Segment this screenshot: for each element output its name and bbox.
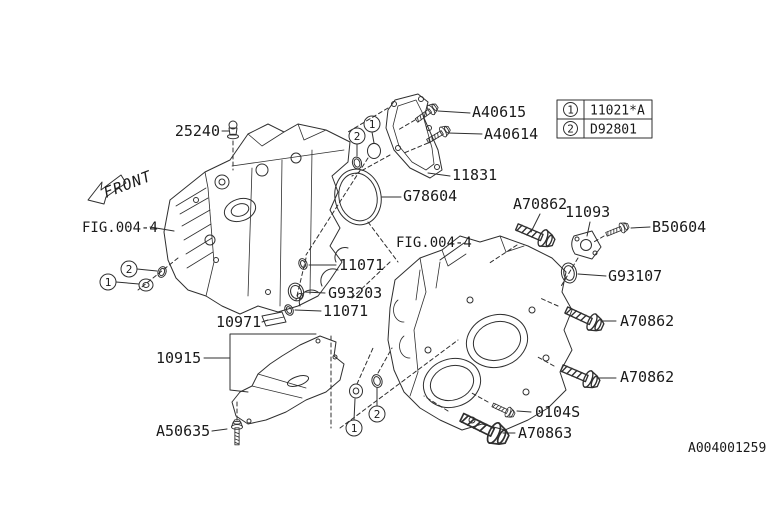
assembly-axis-lines <box>137 107 605 429</box>
label-11831: 11831 <box>452 166 497 184</box>
label-a70862-right-upper: A70862 <box>620 312 674 330</box>
label-g93107: G93107 <box>608 267 662 285</box>
leader-lines <box>115 110 651 434</box>
callout-marker-2-bottom: 2 <box>368 405 386 423</box>
label-a40615: A40615 <box>472 103 526 121</box>
label-11071-lower: 11071 <box>323 302 368 320</box>
callout-number: 2 <box>374 408 381 421</box>
label-10971: 10971 <box>216 313 261 331</box>
separator-plate-drawing <box>261 311 287 327</box>
label-g78604: G78604 <box>403 187 457 205</box>
legend-part-2: D92801 <box>590 123 637 138</box>
plug-cap-bottom-drawing <box>349 383 363 399</box>
label-0104s: 0104S <box>535 403 580 421</box>
bolt-a70863-drawing <box>456 406 513 451</box>
right-cylinder-block-drawing <box>387 235 573 431</box>
oil-seal-g78604-drawing <box>334 168 382 226</box>
bolt-0104s-drawing <box>490 399 517 420</box>
legend-marker-1-icon <box>563 102 578 117</box>
oring-bottom-drawing <box>371 374 383 388</box>
timing-back-plate-drawing <box>385 93 443 179</box>
bolt-b50604-drawing <box>604 220 631 240</box>
water-pipe-flange-11093-drawing <box>571 230 602 260</box>
front-arrow-icon <box>87 174 127 205</box>
legend-marker-2-icon <box>563 121 578 136</box>
label-a40614: A40614 <box>484 125 538 143</box>
label-a70863: A70863 <box>518 424 572 442</box>
left-cylinder-block-drawing <box>163 123 351 315</box>
callout-marker-2-top: 2 <box>348 127 366 145</box>
label-11071-upper: 11071 <box>339 256 384 274</box>
bolt-a40615-drawing <box>412 100 441 126</box>
callout-number: 1 <box>105 276 112 289</box>
label-g93203: G93203 <box>328 284 382 302</box>
callout-number: 2 <box>354 130 361 143</box>
label-a70862-top: A70862 <box>513 195 567 213</box>
oring-g93203-drawing <box>287 282 305 302</box>
callout-marker-2-left: 2 <box>120 260 138 278</box>
oring-left-drawing <box>157 266 167 278</box>
oring-g93107-drawing <box>560 262 578 284</box>
oil-pressure-switch-drawing <box>227 120 239 140</box>
part-labels: 25240 A40615 A40614 11831 G78604 A70862 … <box>82 103 706 442</box>
label-11093: 11093 <box>565 203 610 221</box>
label-25240: 25240 <box>175 122 220 140</box>
front-direction-marker: FRONT <box>87 167 154 205</box>
label-fig-ref-right: FIG.004-4 <box>396 235 472 251</box>
legend-part-1: 11021*A <box>590 104 645 119</box>
legend-marker-1: 1 <box>567 104 574 117</box>
callout-marker-1-top: 1 <box>363 115 381 133</box>
callout-marker-1-bottom: 1 <box>345 419 363 437</box>
label-a50635: A50635 <box>156 422 210 440</box>
legend-marker-2: 2 <box>567 123 574 136</box>
callout-number: 1 <box>369 118 376 131</box>
oil-separator-cover-drawing <box>231 335 345 425</box>
callout-number: 1 <box>351 422 358 435</box>
callout-marker-1-left: 1 <box>99 273 117 291</box>
label-b50604: B50604 <box>652 218 706 236</box>
oring-11071-lower-drawing <box>284 304 294 316</box>
legend-table: 1 11021*A 2 D92801 <box>556 99 653 139</box>
plug-cap-left-drawing <box>138 278 154 292</box>
bolt-a40614-drawing <box>424 123 453 147</box>
label-a70862-right-lower: A70862 <box>620 368 674 386</box>
screw-a50635-drawing <box>231 419 243 446</box>
front-label: FRONT <box>101 167 154 202</box>
drawing-number: A004001259 <box>688 441 766 456</box>
plug-cap-top-drawing <box>367 142 381 159</box>
label-10915: 10915 <box>156 349 201 367</box>
label-fig-ref-left: FIG.004-4 <box>82 220 158 236</box>
callout-number: 2 <box>126 263 133 276</box>
oring-top-drawing <box>351 156 363 170</box>
